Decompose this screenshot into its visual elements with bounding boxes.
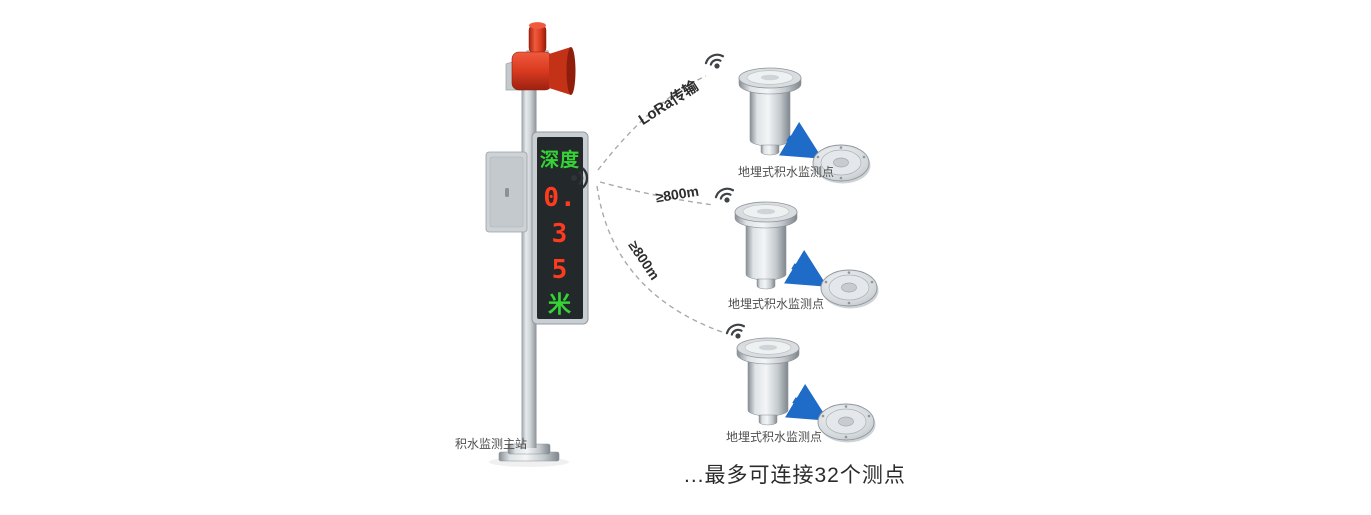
box-handle	[505, 188, 509, 197]
display-screen	[537, 137, 583, 319]
beacon-tube	[528, 24, 547, 54]
signal-icon	[571, 167, 589, 189]
buried-sensor-icon	[736, 337, 800, 426]
master-station: 深度 0. 3 5 米 积水监测主站	[455, 22, 589, 467]
arrow-icon	[784, 249, 828, 287]
sensor-unit-1: 地埋式积水监测点	[703, 51, 871, 184]
sensor-disc-icon	[817, 403, 876, 443]
control-box	[485, 151, 528, 233]
sensor-label: 地埋式积水监测点	[728, 297, 824, 311]
led-display-line: 0.	[543, 183, 576, 213]
buried-sensor-icon	[734, 201, 798, 290]
arrow-icon	[785, 383, 829, 421]
link-line	[599, 181, 715, 206]
sensor-label: 地埋式积水监测点	[726, 430, 822, 444]
link-line	[596, 185, 723, 333]
led-display-line: 3	[552, 219, 569, 249]
alarm-light-icon	[505, 22, 576, 95]
wifi-icon	[713, 185, 738, 207]
sensor-disc-icon	[820, 269, 879, 309]
sensor-label: 地埋式积水监测点	[738, 165, 834, 179]
link-label: LoRa传输	[635, 76, 702, 128]
lora-links: LoRa传输 ≥800m ≥800m	[596, 75, 723, 333]
beacon-cap	[529, 22, 546, 29]
link-line	[597, 75, 707, 171]
horn-body	[511, 51, 553, 91]
wifi-icon	[724, 321, 749, 343]
horn-bell	[549, 47, 571, 95]
sensor-unit-3: 地埋式积水监测点	[724, 321, 876, 444]
led-display: 深度 0. 3 5 米	[531, 131, 589, 325]
led-display-line: 米	[548, 292, 572, 318]
wifi-icon	[703, 51, 728, 73]
led-display-line: 深度	[540, 148, 580, 171]
sensor-unit-2: 地埋式积水监测点	[713, 185, 879, 311]
led-display-line: 5	[552, 255, 569, 285]
arrow-icon	[779, 121, 823, 159]
horn-opening	[566, 47, 576, 95]
link-label: ≥800m	[625, 238, 663, 283]
footer-note: ...最多可连接32个测点	[684, 464, 906, 487]
link-label: ≥800m	[654, 183, 699, 206]
master-station-label: 积水监测主站	[455, 437, 527, 451]
